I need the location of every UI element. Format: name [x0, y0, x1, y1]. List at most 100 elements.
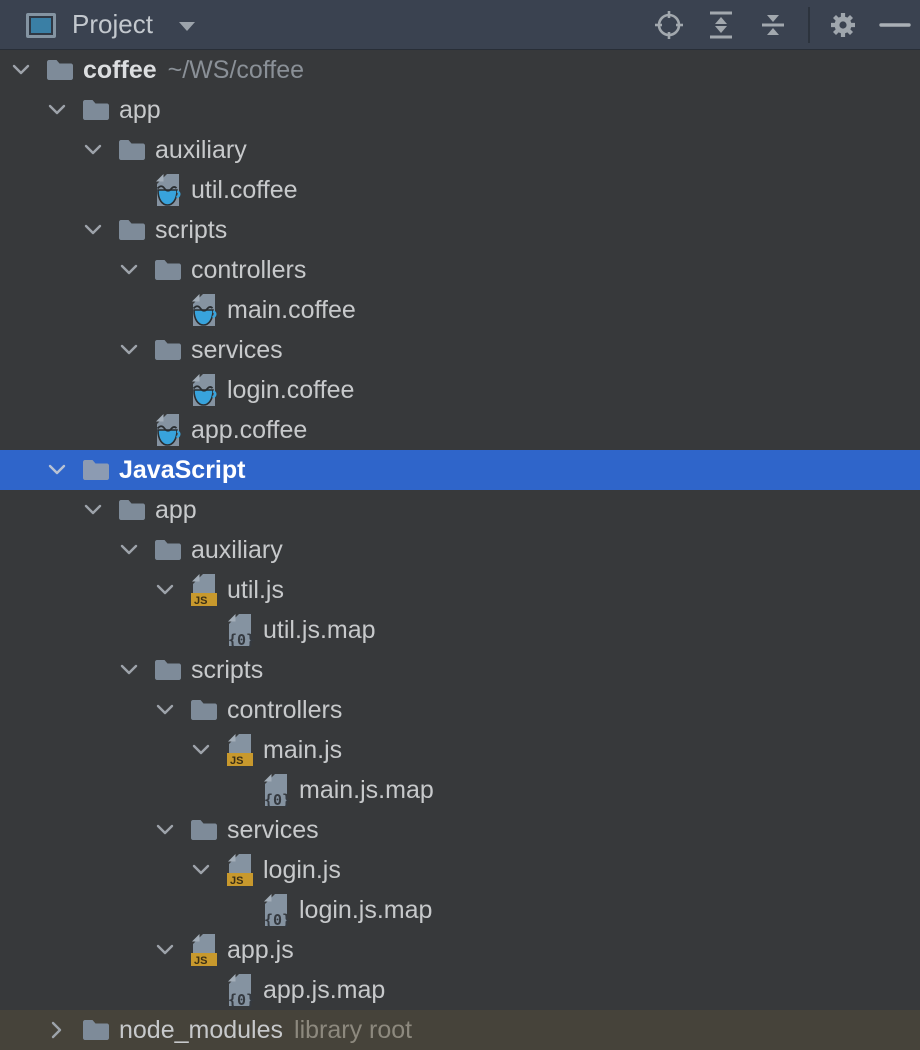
node-label: main.js.map	[299, 776, 434, 805]
chevron-right-icon[interactable]	[46, 1010, 82, 1050]
node-name: app	[155, 495, 197, 524]
tree-row-controllers[interactable]: controllers	[0, 250, 920, 290]
header-toolbar	[652, 0, 920, 49]
node-name: JavaScript	[119, 455, 246, 484]
coffee-icon	[154, 170, 182, 210]
chevron-down-icon[interactable]	[118, 330, 154, 370]
svg-text:{0}: {0}	[228, 631, 254, 648]
row-indent	[0, 930, 154, 970]
node-name: util.js	[227, 575, 284, 604]
project-view-selector[interactable]: Project	[24, 9, 195, 40]
tree-row-coffee[interactable]: coffee~/WS/coffee	[0, 50, 920, 90]
chevron-down-icon[interactable]	[190, 850, 226, 890]
chevron-down-icon[interactable]	[154, 690, 190, 730]
expand-all-icon[interactable]	[704, 8, 738, 42]
node-name: util.js.map	[263, 615, 376, 644]
node-label: util.js.map	[263, 616, 376, 645]
tree-row-services[interactable]: services	[0, 330, 920, 370]
row-indent	[0, 810, 154, 850]
chevron-down-icon[interactable]	[82, 490, 118, 530]
folder-icon	[190, 690, 218, 730]
tree-row-main.coffee[interactable]: main.coffee	[0, 290, 920, 330]
tree-row-util.js.map[interactable]: {0} util.js.map	[0, 610, 920, 650]
row-indent	[0, 970, 190, 1010]
chevron-down-icon[interactable]	[118, 650, 154, 690]
tree-row-scripts[interactable]: scripts	[0, 210, 920, 250]
tree-row-main.js.map[interactable]: {0}main.js.map	[0, 770, 920, 810]
node-label: app.js	[227, 936, 294, 965]
folder-icon	[190, 810, 218, 850]
tree-row-JavaScript[interactable]: JavaScript	[0, 450, 920, 490]
tree-row-login.js[interactable]: JS login.js	[0, 850, 920, 890]
node-name: login.js.map	[299, 895, 433, 924]
tree-row-services[interactable]: services	[0, 810, 920, 850]
chevron-down-icon[interactable]	[46, 450, 82, 490]
chevron-placeholder	[190, 610, 226, 650]
chevron-down-icon[interactable]	[82, 130, 118, 170]
node-name: login.coffee	[227, 375, 355, 404]
tree-row-scripts[interactable]: scripts	[0, 650, 920, 690]
chevron-down-icon[interactable]	[118, 250, 154, 290]
node-label: auxiliary	[155, 136, 247, 165]
node-label: auxiliary	[191, 536, 283, 565]
tree-row-login.js.map[interactable]: {0} login.js.map	[0, 890, 920, 930]
chevron-placeholder	[190, 970, 226, 1010]
row-indent	[0, 250, 118, 290]
row-indent	[0, 690, 154, 730]
collapse-all-icon[interactable]	[756, 8, 790, 42]
node-label: main.js	[263, 736, 342, 765]
dropdown-caret-icon	[178, 22, 195, 31]
chevron-down-icon[interactable]	[190, 730, 226, 770]
settings-gear-icon[interactable]	[826, 8, 860, 42]
chevron-down-icon[interactable]	[10, 50, 46, 90]
node-label: app.js.map	[263, 976, 385, 1005]
map-icon: {0}	[262, 890, 290, 930]
node-label: login.js.map	[299, 896, 432, 925]
tree-row-app.js[interactable]: JS app.js	[0, 930, 920, 970]
svg-text:JS: JS	[194, 955, 207, 967]
svg-text:{0}: {0}	[228, 991, 254, 1008]
node-label: login.js	[263, 856, 341, 885]
node-name: scripts	[191, 655, 264, 684]
row-indent	[0, 1010, 46, 1050]
row-indent	[0, 730, 190, 770]
row-indent	[0, 90, 46, 130]
chevron-down-icon[interactable]	[154, 930, 190, 970]
chevron-down-icon[interactable]	[46, 90, 82, 130]
row-indent	[0, 530, 118, 570]
tree-row-app[interactable]: app	[0, 490, 920, 530]
tree-row-app[interactable]: app	[0, 90, 920, 130]
tree-row-util.coffee[interactable]: util.coffee	[0, 170, 920, 210]
chevron-placeholder	[226, 770, 262, 810]
row-indent	[0, 450, 46, 490]
node-label: util.coffee	[191, 176, 298, 205]
tree-row-controllers[interactable]: controllers	[0, 690, 920, 730]
tree-row-app.coffee[interactable]: app.coffee	[0, 410, 920, 450]
chevron-down-icon[interactable]	[82, 210, 118, 250]
tree-row-auxiliary[interactable]: auxiliary	[0, 130, 920, 170]
folder-icon	[82, 450, 110, 490]
node-label: controllers	[191, 256, 306, 285]
svg-text:JS: JS	[230, 875, 243, 887]
tool-window-icon	[24, 10, 58, 40]
folder-icon	[118, 210, 146, 250]
chevron-down-icon[interactable]	[154, 810, 190, 850]
tree-row-app.js.map[interactable]: {0} app.js.map	[0, 970, 920, 1010]
chevron-down-icon[interactable]	[154, 570, 190, 610]
node-name: node_modules	[119, 1015, 284, 1044]
node-label: scripts	[155, 216, 227, 245]
node-name: auxiliary	[155, 135, 247, 164]
row-indent	[0, 850, 190, 890]
chevron-placeholder	[118, 410, 154, 450]
row-indent	[0, 490, 82, 530]
tree-row-auxiliary[interactable]: auxiliary	[0, 530, 920, 570]
hide-minus-icon[interactable]	[878, 8, 912, 42]
folder-icon	[46, 50, 74, 90]
chevron-down-icon[interactable]	[118, 530, 154, 570]
tree-row-login.coffee[interactable]: login.coffee	[0, 370, 920, 410]
locate-icon[interactable]	[652, 8, 686, 42]
